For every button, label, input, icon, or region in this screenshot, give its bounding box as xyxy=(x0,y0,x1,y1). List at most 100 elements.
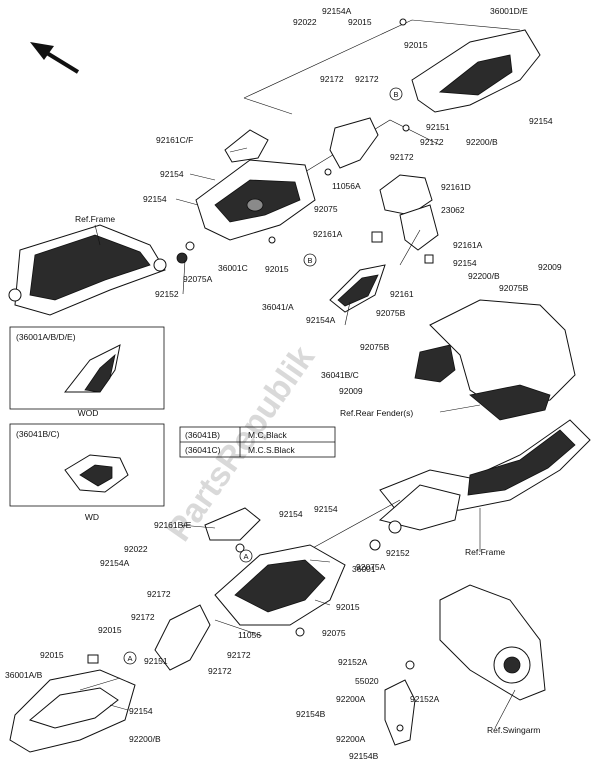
part-label: 92154A xyxy=(100,558,130,568)
svg-text:A: A xyxy=(243,552,248,561)
callout-a-mid: A xyxy=(239,549,253,563)
part-label: 92161D xyxy=(441,182,471,192)
part-label: 92154 xyxy=(529,116,553,126)
part-label: 55020 xyxy=(355,676,379,686)
part-label: 92154B xyxy=(349,751,379,761)
part-label: 92015 xyxy=(265,264,289,274)
part-label: 92022 xyxy=(124,544,148,554)
direction-arrow-icon xyxy=(30,42,80,74)
part-label: 92015 xyxy=(348,17,372,27)
part-label: 92075B xyxy=(376,308,406,318)
color-table-code-1: (36041B) xyxy=(185,430,220,440)
variant-box-wod: (36001A/B/D/E) WOD xyxy=(9,326,165,418)
part-label: 92151 xyxy=(144,656,168,666)
part-label: 92161 xyxy=(390,289,414,299)
variant-box-wd-header: (36041B/C) xyxy=(16,429,60,439)
small-cover-36041 xyxy=(329,264,386,313)
part-label: 36001A/B xyxy=(5,670,43,680)
part-label: 92154 xyxy=(129,706,153,716)
part-label: 11056 xyxy=(238,630,261,640)
part-label: 36001D/E xyxy=(490,6,528,16)
svg-text:A: A xyxy=(127,654,132,663)
variant-box-wod-caption: WOD xyxy=(78,408,99,418)
part-label: 92152 xyxy=(386,548,410,558)
part-label: 92015 xyxy=(336,602,360,612)
part-label: 92161B/E xyxy=(154,520,192,530)
center-frame-reference xyxy=(299,419,591,556)
part-label: 92154 xyxy=(279,509,303,519)
part-label: 92009 xyxy=(339,386,363,396)
tail-lamp-parts xyxy=(371,174,439,266)
swingarm-reference xyxy=(384,584,546,746)
callout-a-top: A xyxy=(123,651,137,665)
part-label: 92200/B xyxy=(468,271,500,281)
part-label: 92172 xyxy=(420,137,444,147)
lower-cover-assembly xyxy=(154,507,402,671)
tail-cover-upper xyxy=(399,18,541,132)
part-label: 92200A xyxy=(336,734,366,744)
part-label: 92172 xyxy=(227,650,251,660)
part-label: 92154 xyxy=(453,258,477,268)
color-table-color-1: M.C.Black xyxy=(248,430,287,440)
ref-rear-fender-label: Ref.Rear Fender(s) xyxy=(340,408,413,418)
part-label: 92075A xyxy=(356,562,386,572)
part-label: 92009 xyxy=(538,262,562,272)
part-number-labels: 92154A 92022 92015 36001D/E 92015 92172 … xyxy=(5,6,562,761)
variant-box-wd-caption: WD xyxy=(85,512,99,522)
part-label: 92154A xyxy=(322,6,352,16)
part-label: 92015 xyxy=(404,40,428,50)
upper-cover-assembly xyxy=(176,19,521,264)
ref-frame-mid-label: Ref.Frame xyxy=(465,547,505,557)
part-label: 92075A xyxy=(183,274,213,284)
callout-b-mid: B xyxy=(303,253,317,267)
part-label: 92172 xyxy=(208,666,232,676)
svg-text:B: B xyxy=(393,90,398,99)
ref-swingarm-label: Ref.Swingarm xyxy=(487,725,540,735)
color-table: (36041B) M.C.Black (36041C) M.C.S.Black xyxy=(179,426,336,458)
callout-b-top: B xyxy=(389,87,403,101)
part-label: 36041/A xyxy=(262,302,294,312)
color-table-color-2: M.C.S.Black xyxy=(248,445,296,455)
part-label: 92075B xyxy=(360,342,390,352)
part-label: 92172 xyxy=(390,152,414,162)
part-label: 92172 xyxy=(320,74,344,84)
tail-cover-lower xyxy=(9,654,136,753)
part-label: 92154B xyxy=(296,709,326,719)
frame-reference-drawing xyxy=(8,224,167,316)
variant-box-wd: (36041B/C) WD xyxy=(9,423,165,522)
ref-frame-top-label: Ref.Frame xyxy=(75,214,115,224)
part-label: 92152 xyxy=(155,289,179,299)
part-label: 92172 xyxy=(355,74,379,84)
part-label: 92172 xyxy=(147,589,171,599)
part-label: 92154 xyxy=(160,169,184,179)
part-label: 36001 xyxy=(352,564,376,574)
part-label: 92075B xyxy=(499,283,529,293)
part-label: 92075 xyxy=(322,628,346,638)
part-label: 92154 xyxy=(143,194,167,204)
part-label: 92161A xyxy=(313,229,343,239)
part-label: 92154A xyxy=(306,315,336,325)
part-label: 92152A xyxy=(338,657,368,667)
part-label: 36041B/C xyxy=(321,370,359,380)
part-label: 92151 xyxy=(426,122,450,132)
svg-text:B: B xyxy=(307,256,312,265)
part-label: 36001C xyxy=(218,263,248,273)
part-label: 92161C/F xyxy=(156,135,193,145)
part-label: 23062 xyxy=(441,205,465,215)
part-label: 92075 xyxy=(314,204,338,214)
part-label: 92161A xyxy=(453,240,483,250)
part-label: 92200/B xyxy=(129,734,161,744)
rear-fender-reference xyxy=(414,299,576,421)
part-label: 92200/B xyxy=(466,137,498,147)
variant-box-wod-header: (36001A/B/D/E) xyxy=(16,332,76,342)
part-label: 92015 xyxy=(40,650,64,660)
part-label: 92015 xyxy=(98,625,122,635)
color-table-code-2: (36041C) xyxy=(185,445,221,455)
part-label: 92172 xyxy=(131,612,155,622)
part-label: 92022 xyxy=(293,17,317,27)
part-label: 92154 xyxy=(314,504,338,514)
part-label: 11056A xyxy=(332,181,361,191)
leader-lines xyxy=(79,147,516,729)
part-label: 92152A xyxy=(410,694,440,704)
